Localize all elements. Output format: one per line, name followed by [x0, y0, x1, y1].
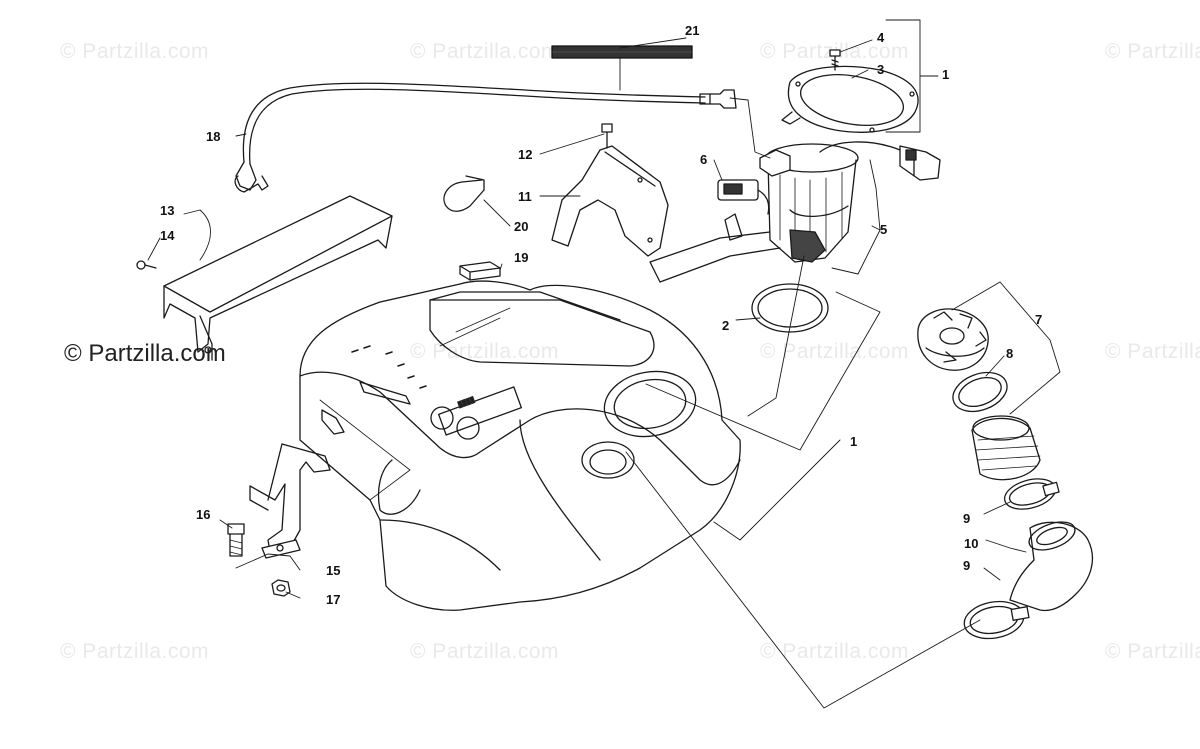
callout-20: 20: [514, 219, 529, 234]
callout-10: 10: [964, 536, 979, 551]
part-filler-neck: [971, 415, 1041, 481]
part-19-pad: [459, 261, 501, 281]
watermark: © Partzilla.com: [760, 640, 910, 663]
part-5-fuel-pump: [649, 141, 941, 283]
callout-9-lower: 9: [963, 558, 971, 573]
part-15-strap: [249, 443, 331, 559]
callout-2: 2: [722, 318, 730, 333]
callout-17: 17: [326, 592, 341, 607]
callout-11: 11: [518, 189, 532, 204]
part-13-heat-shield: [163, 195, 393, 361]
part-11-bracket: [551, 145, 669, 257]
callout-1-top: 1: [942, 67, 950, 82]
part-7-fuel-cap: [917, 308, 989, 371]
part-3-flange-ring: [781, 65, 919, 133]
callout-15: 15: [326, 563, 341, 578]
part-4-screw: [829, 49, 841, 71]
watermark: © Partzilla.com: [60, 40, 210, 63]
leader-lines: [147, 19, 1061, 709]
callout-12: 12: [518, 147, 533, 162]
part-1-fuel-tank: [299, 280, 741, 611]
part-10-elbow-hose: [1009, 521, 1093, 612]
callout-5: 5: [880, 222, 888, 237]
callout-21: 21: [685, 23, 700, 38]
watermark: © Partzilla.com: [760, 340, 910, 363]
callout-19: 19: [514, 250, 529, 265]
watermark: © Partzilla.com: [410, 340, 560, 363]
callout-4: 4: [877, 30, 885, 45]
part-17-nut: [271, 579, 291, 597]
callout-1-middle: 1: [850, 434, 858, 449]
part-9-clamp-lower: [963, 600, 1030, 640]
callout-3: 3: [877, 62, 885, 77]
watermark: © Partzilla.com: [410, 640, 560, 663]
callout-8: 8: [1006, 346, 1014, 361]
watermark: © Partzilla.com: [1105, 340, 1200, 363]
part-20-clip: [443, 175, 485, 212]
part-16-bolt: [227, 523, 245, 557]
callout-14: 14: [160, 228, 175, 243]
part-21-sleeve: [551, 45, 693, 59]
part-8-gasket: [952, 371, 1008, 413]
callout-7: 7: [1035, 312, 1043, 327]
callout-13: 13: [160, 203, 175, 218]
part-12-bolt: [601, 123, 613, 149]
part-9-clamp-upper: [1003, 478, 1060, 510]
watermark: © Partzilla.com: [410, 40, 560, 63]
brand-label: © Partzilla.com: [64, 340, 226, 367]
watermark: © Partzilla.com: [1105, 640, 1200, 663]
watermark: © Partzilla.com: [60, 640, 210, 663]
callout-6: 6: [700, 152, 708, 167]
callout-16: 16: [196, 507, 211, 522]
callout-18: 18: [206, 129, 221, 144]
watermark: © Partzilla.com: [1105, 40, 1200, 63]
part-14-screw: [136, 260, 157, 270]
part-18-hose: [234, 82, 737, 193]
callout-9-upper: 9: [963, 511, 971, 526]
